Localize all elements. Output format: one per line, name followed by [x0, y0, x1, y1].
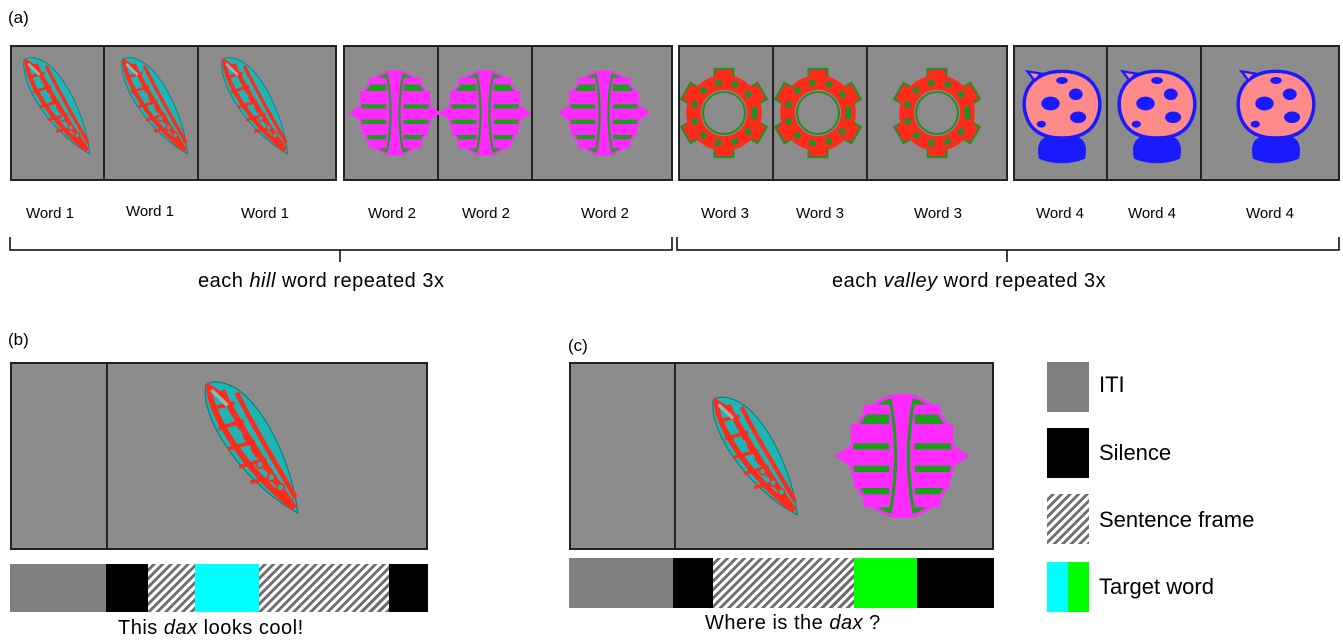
legend-silence-swatch: [1047, 428, 1089, 478]
word-label: Word 2: [461, 205, 511, 222]
sentence-frame-segment: [148, 564, 195, 612]
spiky-pod-object-icon: [200, 385, 320, 515]
target-word-segment: [854, 558, 917, 608]
legend-sentence-frame-swatch: [1047, 494, 1089, 544]
word-label: Word 2: [580, 205, 630, 222]
word-label: Word 2: [367, 205, 417, 222]
word-label: Word 3: [913, 205, 963, 222]
legend-iti-label: ITI: [1099, 372, 1125, 397]
legend-sentence-frame-label: Sentence frame: [1099, 507, 1255, 532]
sentence-frame-segment: [259, 564, 389, 612]
legend-target-word-swatch: [1047, 562, 1089, 612]
iti-segment: [10, 564, 106, 612]
iti-segment: [569, 558, 673, 608]
word-label: Word 4: [1127, 205, 1177, 222]
word-label: Word 4: [1035, 205, 1085, 222]
panel-c-display: [569, 362, 994, 550]
legend-target-word-label: Target word: [1099, 574, 1214, 599]
silence-segment: [106, 564, 148, 612]
valley-group-caption: each valley word repeated 3x: [832, 270, 1107, 292]
panel-c-sentence: Where is the dax ?: [705, 612, 881, 634]
panel-a-label: (a): [8, 8, 29, 27]
word-label: Word 3: [700, 205, 750, 222]
panel-b-label: (b): [8, 330, 29, 349]
hill-group-caption: each hill word repeated 3x: [198, 270, 445, 292]
spiky-pod-object-icon: [708, 400, 808, 510]
group-braces: [9, 237, 1340, 262]
legend-silence-label: Silence: [1099, 440, 1172, 465]
panel-c-timeline: [569, 558, 994, 608]
word-label: Word 1: [240, 205, 290, 222]
panel-b-sentence: This dax looks cool!: [118, 617, 304, 639]
legend-iti-swatch: [1047, 362, 1089, 412]
panel-c-label: (c): [568, 336, 588, 355]
target-word-segment: [195, 564, 259, 612]
silence-segment: [917, 558, 994, 608]
word-label: Word 4: [1245, 205, 1295, 222]
sentence-frame-segment: [713, 558, 854, 608]
striped-sphere-object-icon: [833, 393, 971, 519]
word-label: Word 1: [25, 205, 75, 222]
panel-b-timeline: [10, 564, 428, 612]
silence-segment: [389, 564, 428, 612]
silence-segment: [673, 558, 713, 608]
word-label: Word 3: [795, 205, 845, 222]
word-label: Word 1: [125, 203, 175, 220]
